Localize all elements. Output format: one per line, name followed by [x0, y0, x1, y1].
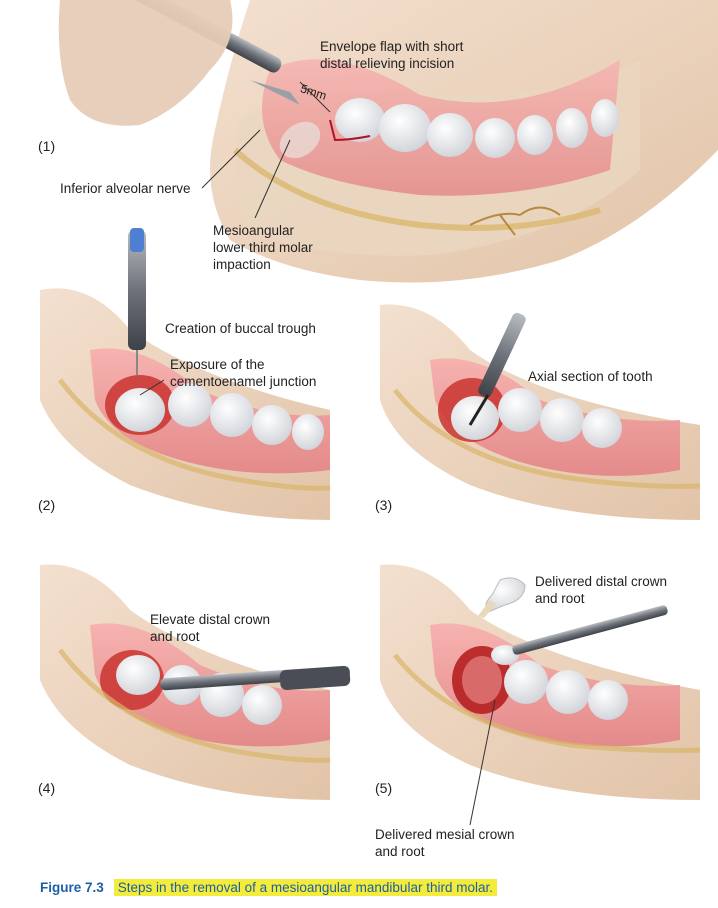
section-label: Axial section of tooth — [528, 369, 653, 384]
teeth-row-5 — [491, 645, 628, 720]
teeth-row-3 — [498, 388, 622, 448]
panel-2 — [40, 228, 331, 520]
panel-1 — [58, 0, 718, 283]
handpiece-2 — [128, 228, 146, 375]
leader-line-5 — [469, 699, 496, 826]
bur-3 — [468, 312, 526, 426]
nerve-5 — [393, 653, 701, 753]
nerve-label: Inferior alveolar nerve — [60, 181, 191, 196]
socket-5-inner — [462, 656, 502, 704]
nerve-4 — [58, 648, 331, 763]
trough-label: Creation of buccal trough — [165, 321, 316, 336]
impaction-label: Mesioangular lower third molar impaction — [213, 223, 313, 272]
figure-caption-text: Steps in the removal of a mesioangular m… — [113, 878, 497, 896]
elevator-4 — [160, 665, 351, 691]
leader-line-2 — [139, 379, 165, 396]
distal-label: Delivered distal crown and root — [535, 574, 668, 606]
teeth-row-2 — [168, 383, 324, 450]
nerve-3 — [393, 388, 701, 489]
nerve-2 — [58, 378, 331, 491]
panel-4 — [40, 564, 351, 800]
figure-number: Figure 7.3 — [40, 879, 104, 895]
panel-5 — [380, 564, 701, 826]
panel-3 — [380, 304, 701, 520]
panel-3-number: (3) — [375, 497, 393, 513]
molar-2 — [115, 388, 165, 432]
teeth-row-1 — [279, 98, 619, 159]
nerve-1 — [232, 147, 601, 231]
panel-2-number: (2) — [38, 497, 56, 513]
panel-4-number: (4) — [38, 780, 56, 796]
incision-line-1 — [329, 119, 371, 142]
distal-fragment-5 — [485, 577, 526, 613]
distal-root-5 — [478, 600, 496, 618]
molar-4 — [116, 655, 160, 695]
vein-1 — [469, 206, 561, 236]
flap-label: Envelope flap with short distal relievin… — [320, 39, 464, 71]
mesial-label: Delivered mesial crown and root — [375, 827, 515, 859]
leader-lines-1 — [201, 81, 331, 219]
hand-1 — [58, 0, 233, 126]
forceps-5 — [512, 605, 668, 655]
elevate-label: Elevate distal crown and root — [150, 612, 271, 644]
figure-caption: Figure 7.3 Steps in the removal of a mes… — [40, 876, 497, 898]
panel-5-number: (5) — [375, 780, 393, 796]
panel-1-number: (1) — [38, 138, 56, 154]
cej-label: Exposure of the cementoenamel junction — [170, 357, 317, 389]
